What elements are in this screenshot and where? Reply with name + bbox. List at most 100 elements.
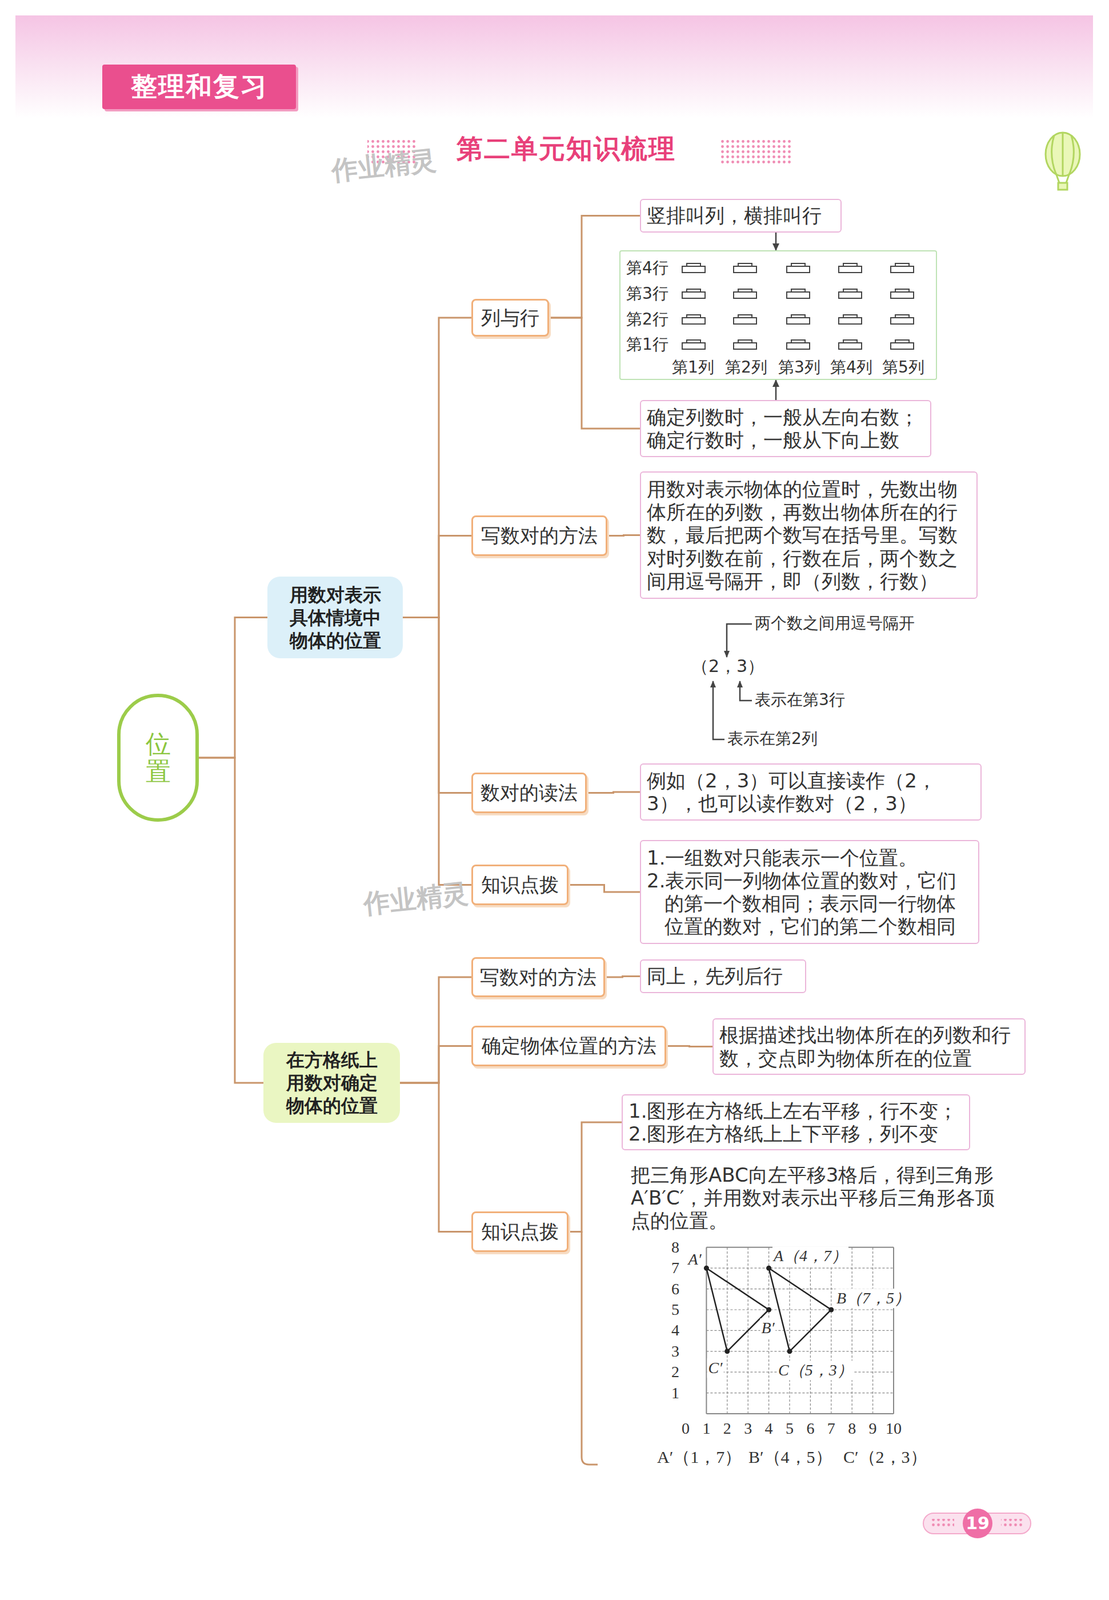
node-text: 知识点拨: [477, 873, 563, 897]
pair-example: （2，3）: [691, 655, 765, 677]
decor-rect: [1058, 182, 1068, 190]
axis-number: 4: [671, 1320, 680, 1341]
grid-line: [706, 1267, 894, 1269]
axis-number: 5: [671, 1299, 680, 1320]
axis-number: 8: [847, 1418, 856, 1439]
connector: [568, 1122, 622, 1232]
coordinate-grid: [703, 1247, 894, 1414]
vertex-dot: [766, 1307, 772, 1313]
desk-icon: [890, 314, 914, 324]
note-box: 根据描述找出物体所在的列数和行数，交点即为物体所在的位置: [712, 1018, 1026, 1075]
category-box: 在方格纸上用数对确定物体的位置: [263, 1042, 400, 1123]
vertex-dot: [724, 1348, 730, 1354]
grid-line: [789, 1247, 790, 1414]
node-text: 确定行数时，一般从下向上数: [646, 428, 925, 452]
decor-rect: [1001, 1518, 1024, 1528]
column-label: 第3列: [778, 357, 821, 378]
watermark: 作业精灵: [362, 877, 471, 920]
diagram-title: 第二单元知识梳理: [456, 131, 676, 167]
page-number-badge: [923, 1508, 1031, 1539]
decor-circle: [962, 1508, 993, 1539]
vertex-dot: [787, 1348, 793, 1354]
node-text: 竖排叫列，横排叫行: [646, 203, 835, 227]
node-text: 确定物体位置的方法: [477, 1034, 660, 1058]
node-text: 整理和复习: [102, 69, 296, 105]
decor-path: [739, 681, 752, 701]
grid-line: [706, 1308, 894, 1310]
point-label: A（4，7）: [772, 1246, 849, 1266]
desk-icon: [838, 289, 862, 299]
desk-icon: [682, 314, 706, 324]
grid-line: [706, 1392, 894, 1393]
axis-number: 5: [785, 1418, 794, 1439]
decor-path: [726, 623, 752, 658]
connector: [198, 617, 268, 759]
point-label: B（7，5）: [835, 1288, 912, 1308]
vertex-dot: [703, 1265, 710, 1271]
answer-pair: C′（2，3）: [843, 1446, 928, 1468]
connector: [198, 757, 264, 1083]
node-text: 1.图形在方格纸上左右平移，行不变；: [628, 1099, 964, 1123]
decor-path: [713, 681, 725, 740]
decor-ellipse: [1045, 132, 1080, 176]
annotation: 表示在第3行: [754, 690, 846, 710]
connector: [775, 379, 778, 400]
decor-path: [1055, 173, 1070, 183]
note-box: 竖排叫列，横排叫行: [639, 198, 842, 233]
axis-number: 2: [671, 1362, 680, 1382]
axis-number: 3: [743, 1418, 752, 1439]
desk-icon: [786, 263, 810, 273]
axis-number: 3: [671, 1341, 680, 1361]
node-text: 确定列数时，一般从左向右数；: [646, 405, 925, 429]
connector: [402, 535, 472, 618]
column-label: 第5列: [882, 357, 925, 378]
desk-icon: [890, 263, 914, 273]
bracket-tail: [581, 1231, 598, 1465]
point-label: C′: [707, 1358, 724, 1378]
desk-icon: [682, 263, 706, 273]
grid-line: [706, 1330, 894, 1331]
column-label: 第1列: [671, 357, 715, 378]
page-number: 19: [965, 1512, 990, 1534]
annotation: 表示在第2列: [727, 729, 818, 749]
annotation: 两个数之间用逗号隔开: [754, 613, 915, 634]
axis-number: 4: [765, 1418, 774, 1439]
vertex-dot: [828, 1307, 834, 1313]
note-box: 1.图形在方格纸上左右平移，行不变；2.图形在方格纸上上下平移，列不变: [621, 1094, 971, 1151]
node-text: 知识点拨: [477, 1219, 563, 1244]
node-text: 数对的读法: [477, 781, 581, 805]
axis-number: 7: [827, 1418, 836, 1439]
note-box: 用数对表示物体的位置时，先数出物体所在的列数，再数出物体所在的行数，最后把两个数…: [639, 471, 978, 599]
answer-pair: A′（1，7）: [657, 1446, 742, 1468]
triangle-abc: [769, 1267, 832, 1352]
axis-number: 8: [671, 1237, 680, 1257]
axis-number: 9: [869, 1418, 878, 1439]
row-label: 第4行: [626, 258, 669, 278]
note-box: 1.一组数对只能表示一个位置。2.表示同一列物体位置的数对，它们的第一个数相同；…: [639, 839, 980, 944]
node-text: 根据描述找出物体所在的列数和行数，交点即为物体所在的位置: [719, 1023, 1019, 1070]
section-tab: 整理和复习: [102, 64, 296, 110]
decor-path: [1051, 132, 1075, 176]
axis-number: 1: [702, 1418, 711, 1439]
desk-icon: [733, 263, 757, 273]
node-text: 2.图形在方格纸上上下平移，列不变: [628, 1122, 964, 1145]
connector: [402, 317, 472, 618]
topic-box: 知识点拨: [471, 864, 569, 906]
grid-line: [706, 1412, 894, 1415]
desk-icon: [733, 339, 757, 350]
node-text: 1.一组数对只能表示一个位置。: [646, 846, 973, 870]
desk-icon: [786, 339, 810, 350]
seating-grid-box: 第4行第3行第2行第1行第1列第2列第3列第4列第5列: [619, 250, 938, 380]
connector: [399, 977, 472, 1083]
topic-box: 列与行: [471, 298, 550, 337]
topic-box: 写数对的方法: [471, 957, 606, 998]
root-oval: 位置: [117, 693, 199, 822]
note-box: 例如（2，3）可以直接读作（2，3），也可以读作数对（2，3）: [639, 763, 982, 821]
node-text: 位置: [145, 730, 171, 786]
decor-rect: [923, 1512, 1031, 1534]
connector: [399, 1082, 472, 1232]
connector: [402, 617, 472, 794]
connector: [586, 791, 640, 794]
desk-icon: [733, 314, 757, 324]
title-dots: [719, 137, 791, 164]
